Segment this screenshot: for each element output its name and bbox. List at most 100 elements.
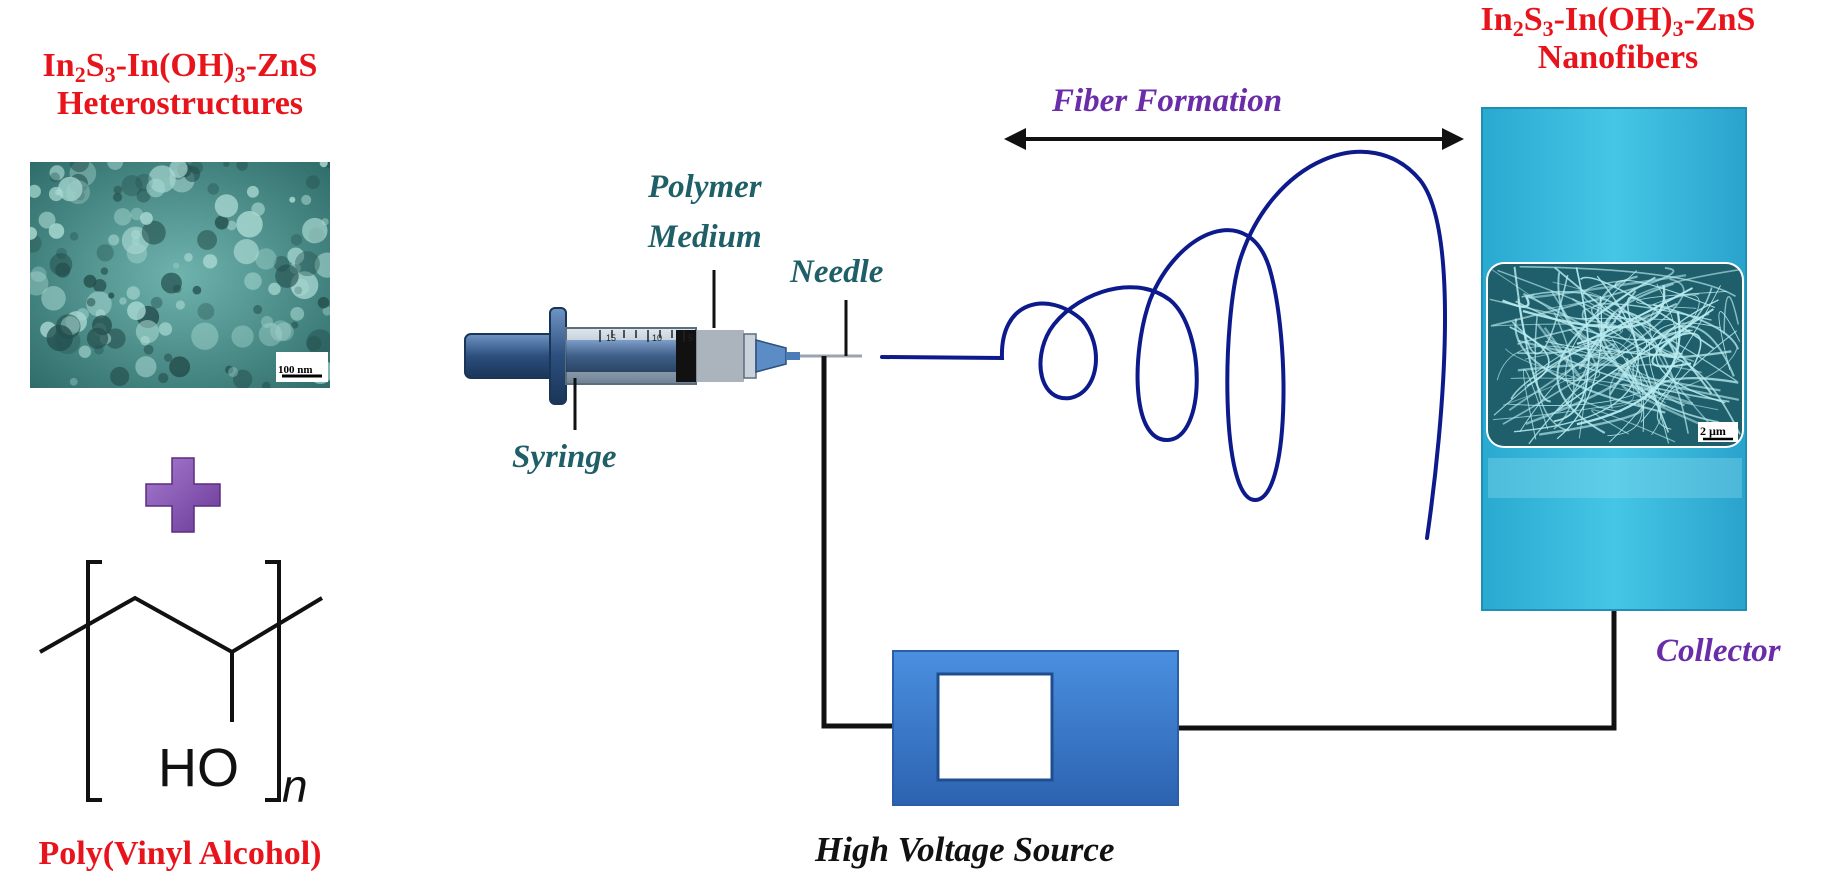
bracket-left bbox=[86, 560, 102, 802]
sem-particle bbox=[160, 272, 182, 294]
nanofiber-strand bbox=[1565, 270, 1638, 413]
sem-particle bbox=[69, 162, 90, 173]
sem-particle bbox=[143, 344, 154, 355]
nanofiber-strand bbox=[1528, 329, 1693, 445]
sem-particle bbox=[233, 239, 259, 265]
sem-particle bbox=[231, 325, 254, 348]
sem-particle bbox=[127, 301, 146, 321]
nanofiber-strand bbox=[1649, 293, 1727, 442]
sem-particle bbox=[30, 184, 41, 198]
sem-particle bbox=[321, 218, 329, 226]
fiber-formation-arrow bbox=[1004, 128, 1464, 150]
nanofiber-strand bbox=[1519, 352, 1670, 444]
sem-particle bbox=[92, 315, 112, 336]
syringe-label: Syringe bbox=[512, 439, 617, 475]
sem-particle bbox=[121, 175, 143, 197]
heterostructures-title: In2S3-In(OH)3-ZnS Heterostructures bbox=[0, 48, 360, 122]
sem-particle bbox=[223, 162, 230, 167]
scale-5: 5 bbox=[688, 333, 693, 343]
sem-particle bbox=[49, 172, 60, 183]
sem-particle bbox=[41, 286, 66, 311]
syringe-icon: 15 10 5 bbox=[464, 307, 862, 405]
sem-particle bbox=[113, 208, 132, 226]
mesh-scale-label: 2 µm bbox=[1700, 424, 1726, 438]
sem-particle bbox=[86, 291, 112, 317]
sem-particle bbox=[163, 353, 173, 362]
nanofiber-strand bbox=[1502, 278, 1685, 425]
sem-particle bbox=[141, 220, 166, 245]
sem-image bbox=[30, 162, 330, 388]
nanofiber-strand bbox=[1553, 266, 1676, 357]
sem-particle bbox=[119, 297, 127, 305]
nanofiber-strand bbox=[1519, 265, 1736, 298]
nanofiber-strand bbox=[1515, 287, 1713, 341]
nanofiber-strand bbox=[1611, 372, 1740, 401]
sem-particle bbox=[57, 176, 83, 202]
sem-particle bbox=[83, 274, 97, 288]
sem-particle bbox=[150, 296, 163, 309]
sem-particle bbox=[226, 220, 237, 231]
collector-label: Collector bbox=[1656, 633, 1781, 669]
sem-particle bbox=[135, 356, 157, 378]
sem-particle bbox=[169, 162, 188, 178]
sem-particle bbox=[246, 185, 259, 198]
sem-particle bbox=[291, 321, 299, 329]
sem-particle bbox=[261, 315, 274, 328]
sem-particle bbox=[253, 305, 263, 315]
sem-particle bbox=[78, 345, 92, 358]
sem-particle bbox=[317, 296, 330, 309]
sem-particle bbox=[294, 251, 320, 277]
sem-particle bbox=[93, 278, 107, 293]
sem-particle bbox=[306, 175, 320, 190]
polymer-label-1: Polymer bbox=[648, 169, 762, 205]
sem-scale-label: 100 nm bbox=[278, 364, 313, 376]
sem-particle bbox=[192, 285, 202, 295]
nanofiber-strand bbox=[1648, 294, 1700, 328]
sem-particle bbox=[113, 185, 123, 195]
pva-name-label: Poly(Vinyl Alcohol) bbox=[38, 835, 322, 872]
sem-particle bbox=[158, 372, 169, 384]
sem-particle bbox=[191, 322, 219, 350]
sem-particle bbox=[130, 207, 143, 221]
sem-particle bbox=[214, 194, 239, 218]
nanofiber-strand bbox=[1582, 279, 1652, 327]
syringe-graduations bbox=[599, 330, 685, 342]
nanofiber-strand bbox=[1517, 298, 1605, 355]
sem-particle bbox=[301, 194, 312, 205]
hetero-formula: In2S3-In(OH)3-ZnS bbox=[42, 47, 318, 87]
sem-particle bbox=[136, 188, 151, 203]
fiber-jet bbox=[880, 149, 1447, 540]
nanofiber-strand bbox=[1658, 328, 1732, 359]
sem-particle bbox=[110, 366, 130, 386]
sem-particle bbox=[255, 248, 277, 270]
sem-particle bbox=[30, 266, 47, 283]
sem-particle bbox=[236, 211, 263, 238]
sem-particle bbox=[108, 234, 120, 246]
sem-particle bbox=[322, 306, 330, 316]
sem-particle bbox=[46, 324, 73, 352]
nanofiber-strand bbox=[1651, 308, 1714, 368]
nano-line2: Nanofibers bbox=[1537, 39, 1699, 77]
sem-particle bbox=[69, 377, 78, 386]
sem-particle bbox=[197, 230, 218, 250]
sem-particle bbox=[270, 320, 292, 342]
nanofiber-strand bbox=[1502, 295, 1530, 308]
nanofiber-strand bbox=[1590, 313, 1650, 357]
nanofiber-strand bbox=[1618, 268, 1741, 363]
sem-particle bbox=[105, 328, 126, 349]
sem-particle bbox=[184, 252, 193, 262]
nano-formula: In2S3-In(OH)3-ZnS bbox=[1480, 1, 1756, 41]
sem-particle bbox=[258, 322, 283, 347]
sem-particle bbox=[202, 254, 218, 269]
nanofiber-strand bbox=[1508, 343, 1616, 411]
nanofiber-strand bbox=[1502, 281, 1634, 406]
sem-particle bbox=[287, 247, 305, 265]
polymer-label-2: Medium bbox=[648, 219, 762, 255]
sem-particle bbox=[126, 286, 140, 300]
nanofiber-strand bbox=[1655, 299, 1726, 404]
sem-particle bbox=[86, 297, 96, 307]
sem-particle bbox=[69, 232, 79, 241]
nanofiber-strand bbox=[1626, 358, 1720, 424]
sem-particle bbox=[175, 300, 185, 310]
